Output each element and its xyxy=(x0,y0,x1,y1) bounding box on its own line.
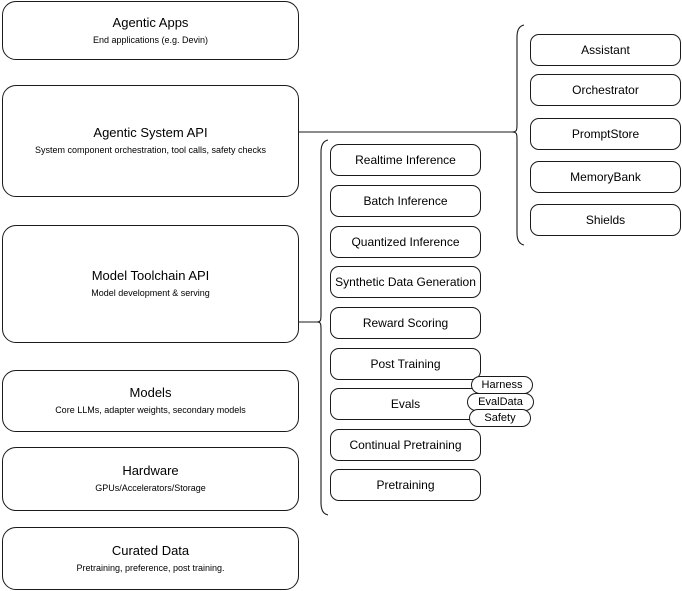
eval-tag-harness[interactable]: Harness xyxy=(471,376,533,394)
layer-box-curated-data[interactable]: Curated Data Pretraining, preference, po… xyxy=(2,527,299,590)
toolchain-label: Pretraining xyxy=(376,478,435,492)
system-box-promptstore[interactable]: PromptStore xyxy=(530,118,681,150)
toolchain-label: Realtime Inference xyxy=(355,153,456,167)
toolchain-label: Synthetic Data Generation xyxy=(335,275,476,289)
layer-title: Hardware xyxy=(122,463,179,478)
toolchain-label: Evals xyxy=(390,397,421,411)
toolchain-box-realtime-inference[interactable]: Realtime Inference xyxy=(330,144,481,176)
system-box-memorybank[interactable]: MemoryBank xyxy=(530,161,681,193)
toolchain-box-continual-pretraining[interactable]: Continual Pretraining xyxy=(330,429,481,461)
connector-toolchain-api-to-components xyxy=(299,139,329,516)
eval-tag-label: Harness xyxy=(481,379,523,391)
toolchain-box-post-training[interactable]: Post Training xyxy=(330,348,481,380)
layer-title: Agentic System API xyxy=(93,125,208,140)
eval-tag-label: EvalData xyxy=(478,396,523,408)
toolchain-box-pretraining[interactable]: Pretraining xyxy=(330,469,481,501)
layer-box-models[interactable]: Models Core LLMs, adapter weights, secon… xyxy=(2,370,299,432)
layer-subtitle: Pretraining, preference, post training. xyxy=(76,562,225,573)
system-label: Assistant xyxy=(581,43,630,57)
toolchain-box-synthetic-data-generation[interactable]: Synthetic Data Generation xyxy=(330,266,481,298)
layer-title: Models xyxy=(129,385,172,400)
toolchain-label: Batch Inference xyxy=(363,194,448,208)
layer-subtitle: System component orchestration, tool cal… xyxy=(34,145,267,155)
layer-box-hardware[interactable]: Hardware GPUs/Accelerators/Storage xyxy=(2,447,299,511)
layer-subtitle: GPUs/Accelerators/Storage xyxy=(95,483,206,493)
system-label: PromptStore xyxy=(571,127,640,141)
system-box-assistant[interactable]: Assistant xyxy=(530,34,681,66)
layer-title: Agentic Apps xyxy=(112,14,189,30)
eval-tag-label: Safety xyxy=(484,412,516,424)
system-label: Shields xyxy=(585,213,626,227)
layer-subtitle: Model development & serving xyxy=(91,288,210,298)
system-box-shields[interactable]: Shields xyxy=(530,204,681,236)
layer-box-agentic-system-api[interactable]: Agentic System API System component orch… xyxy=(2,85,299,197)
layer-subtitle: Core LLMs, adapter weights, secondary mo… xyxy=(55,405,246,415)
system-label: MemoryBank xyxy=(570,170,641,184)
eval-tag-safety[interactable]: Safety xyxy=(469,409,531,427)
layer-title: Model Toolchain API xyxy=(91,268,210,283)
layer-box-agentic-apps[interactable]: Agentic Apps End applications (e.g. Devi… xyxy=(2,1,299,60)
system-label: Orchestrator xyxy=(572,83,639,97)
toolchain-label: Continual Pretraining xyxy=(349,438,462,452)
layer-box-model-toolchain-api[interactable]: Model Toolchain API Model development & … xyxy=(2,225,299,343)
toolchain-label: Reward Scoring xyxy=(362,316,449,330)
layer-title: Curated Data xyxy=(111,542,190,558)
toolchain-label: Post Training xyxy=(370,357,441,371)
toolchain-box-batch-inference[interactable]: Batch Inference xyxy=(330,185,481,217)
toolchain-box-reward-scoring[interactable]: Reward Scoring xyxy=(330,307,481,339)
system-box-orchestrator[interactable]: Orchestrator xyxy=(530,74,681,106)
toolchain-box-quantized-inference[interactable]: Quantized Inference xyxy=(330,226,481,258)
layer-subtitle: End applications (e.g. Devin) xyxy=(92,34,209,45)
toolchain-label: Quantized Inference xyxy=(351,235,460,249)
toolchain-box-evals[interactable]: Evals xyxy=(330,388,481,420)
